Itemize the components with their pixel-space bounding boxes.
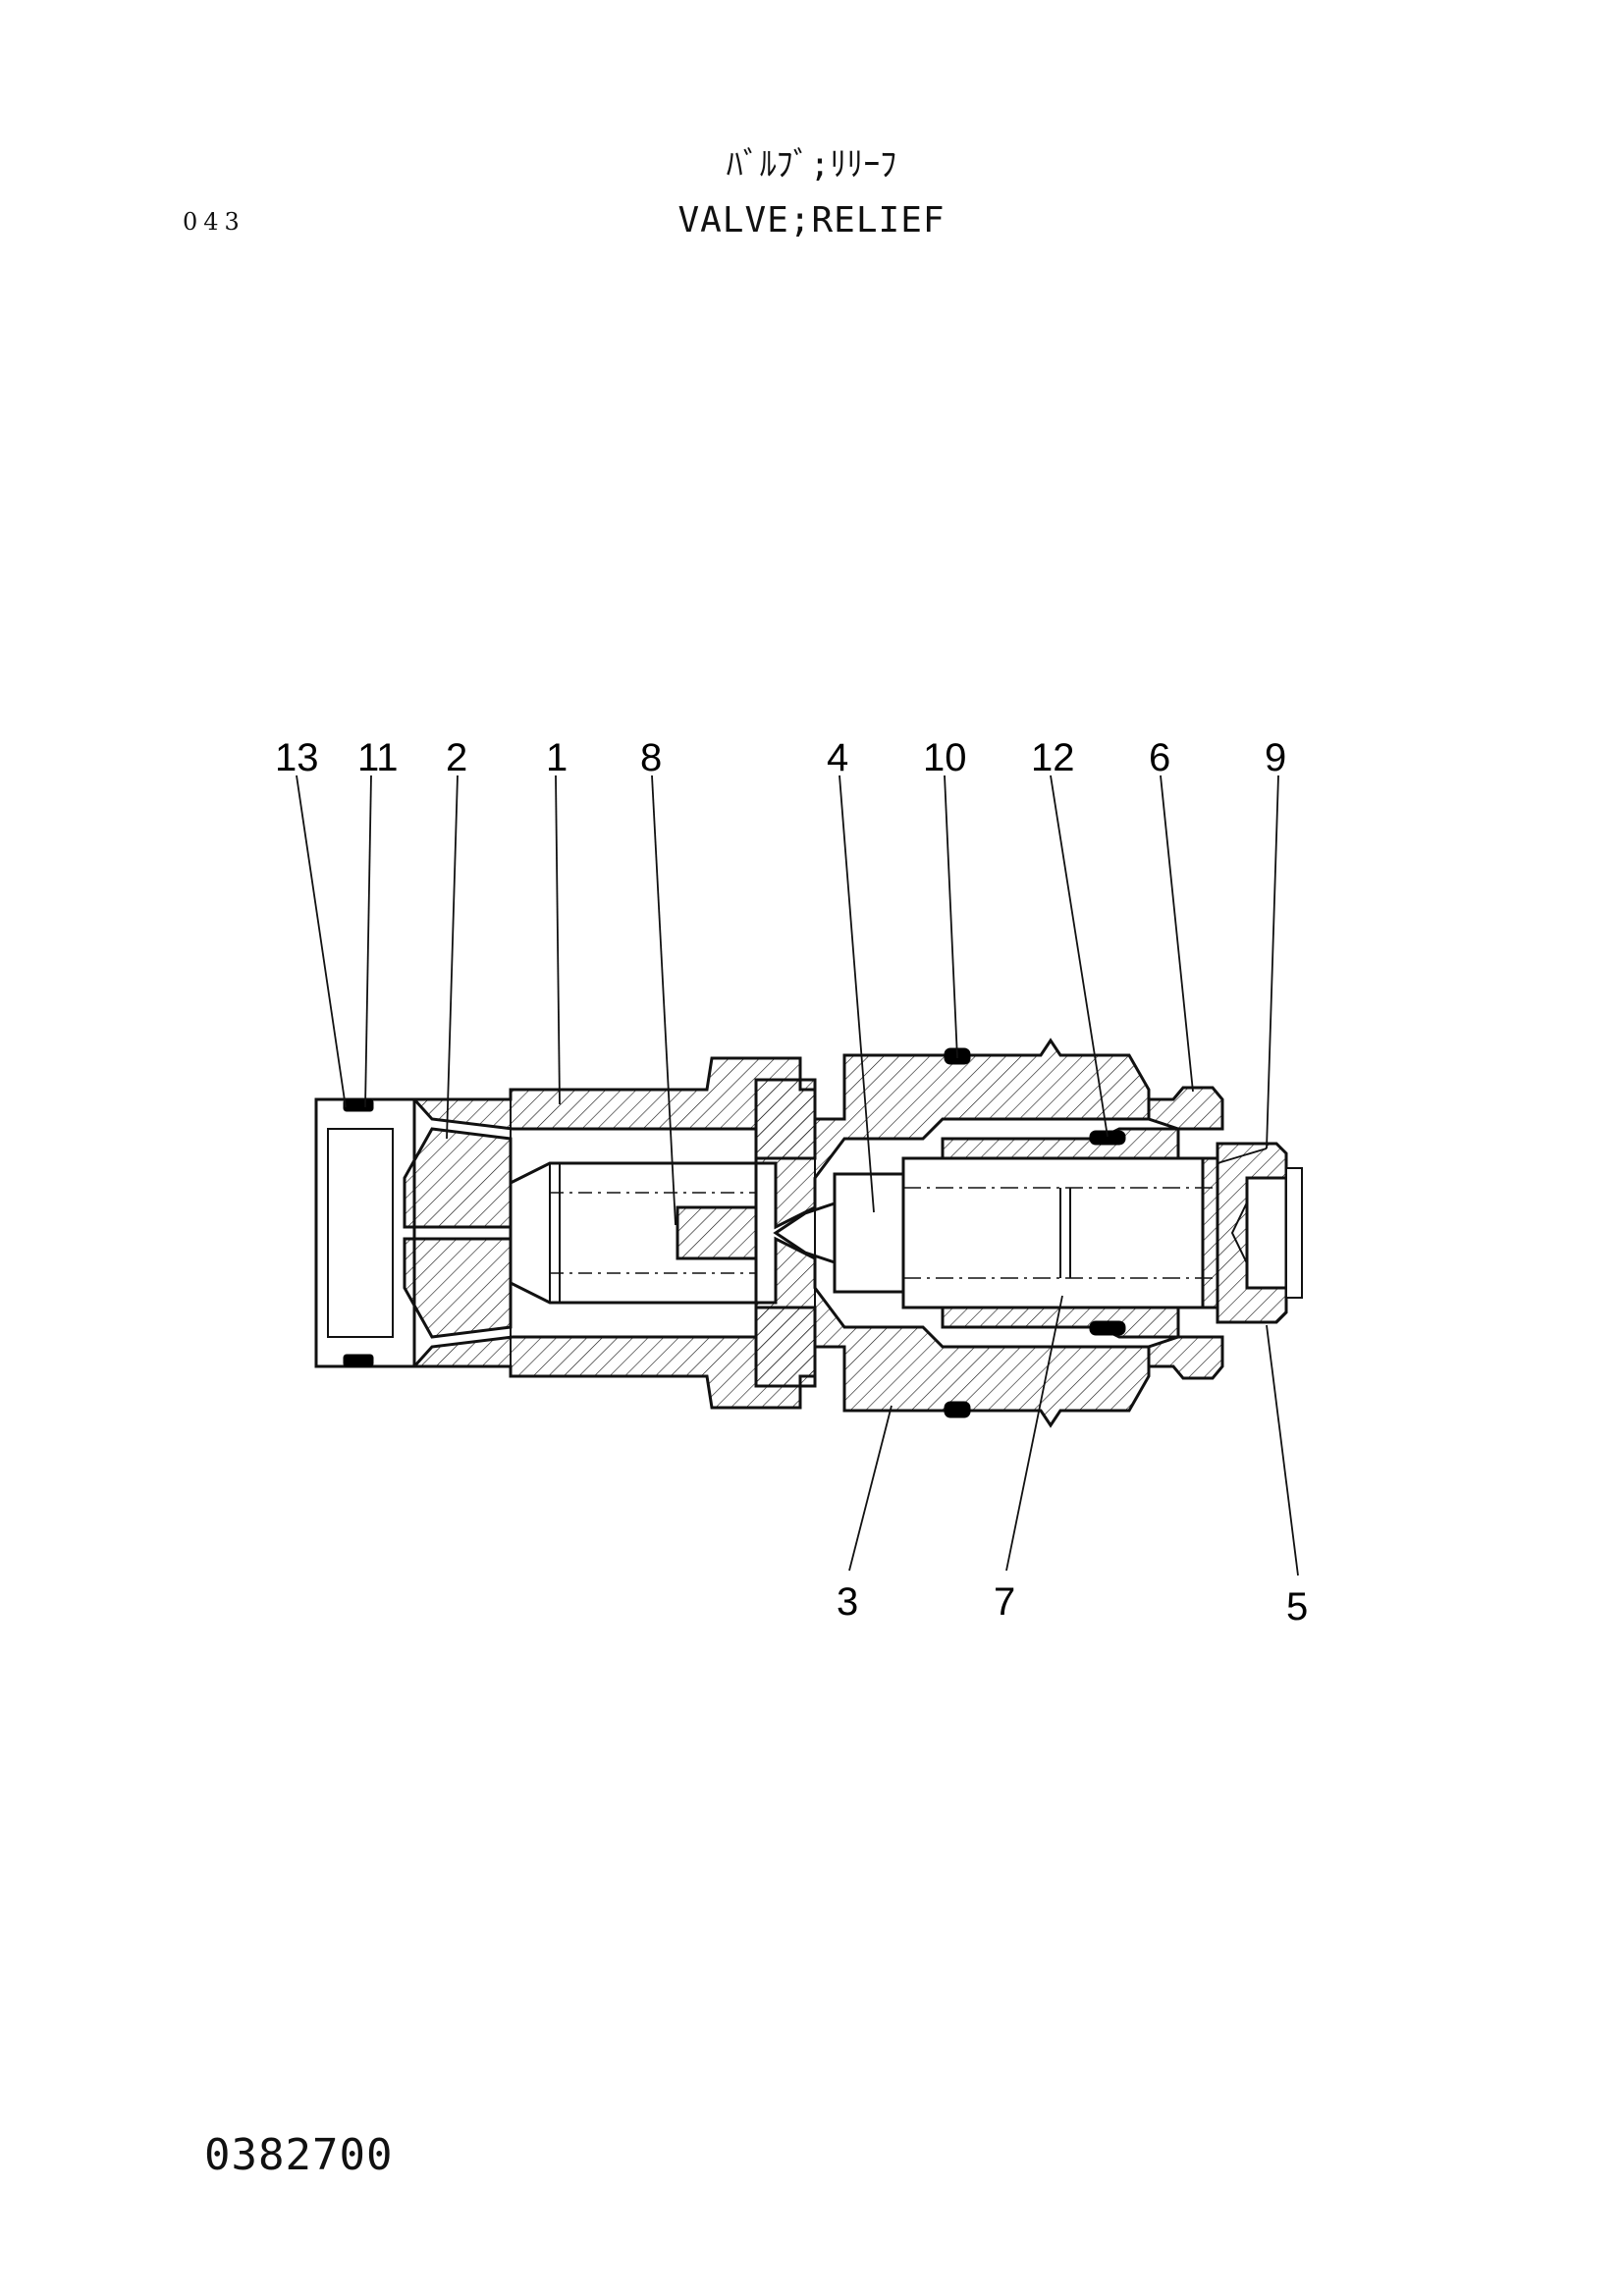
poppet-lower	[403, 1237, 513, 1339]
seal-12-upper	[1089, 1130, 1126, 1146]
adjuster-sleeve-lower	[941, 1306, 1180, 1339]
lock-nut-upper	[1147, 1086, 1224, 1131]
seal-12-lower	[1089, 1320, 1126, 1336]
drawing-number: 0382700	[204, 2130, 394, 2180]
seal-11-lower	[343, 1354, 374, 1367]
callout-5: 5	[1286, 1585, 1308, 1629]
callout-6: 6	[1149, 736, 1170, 779]
callout-3: 3	[837, 1580, 858, 1624]
pilot-poppet-body	[833, 1172, 905, 1294]
callout-12: 12	[1031, 736, 1075, 779]
end-cap-bore	[327, 1128, 394, 1338]
screw-head	[1285, 1167, 1303, 1299]
title-english: VALVE;RELIEF	[677, 200, 946, 240]
valve-body	[314, 1038, 1303, 1428]
callout-4: 4	[827, 736, 848, 779]
callout-13: 13	[275, 736, 319, 779]
callout-2: 2	[446, 736, 467, 779]
spring-guide	[676, 1205, 758, 1260]
callout-1: 1	[546, 736, 568, 779]
page-number: 043	[183, 208, 245, 236]
seal-10-lower	[944, 1401, 971, 1418]
lock-nut-lower	[1147, 1335, 1224, 1380]
leader-lines	[296, 774, 1299, 1576]
callout-7: 7	[994, 1580, 1015, 1624]
callout-8: 8	[640, 736, 662, 779]
callout-11: 11	[357, 736, 399, 779]
callout-10: 10	[923, 736, 967, 779]
callout-9: 9	[1265, 736, 1286, 779]
seal-11-upper	[343, 1098, 374, 1112]
poppet-upper	[403, 1127, 513, 1229]
adjuster-sleeve-upper	[941, 1127, 1180, 1160]
title-japanese: ﾊﾞﾙﾌﾞ;ﾘﾘｰﾌ	[726, 145, 897, 185]
callout-labels: 13 11 2 1 8 4 10 12 6 9 3 7 5	[275, 736, 1308, 1629]
screw-hex-socket	[1245, 1176, 1288, 1290]
